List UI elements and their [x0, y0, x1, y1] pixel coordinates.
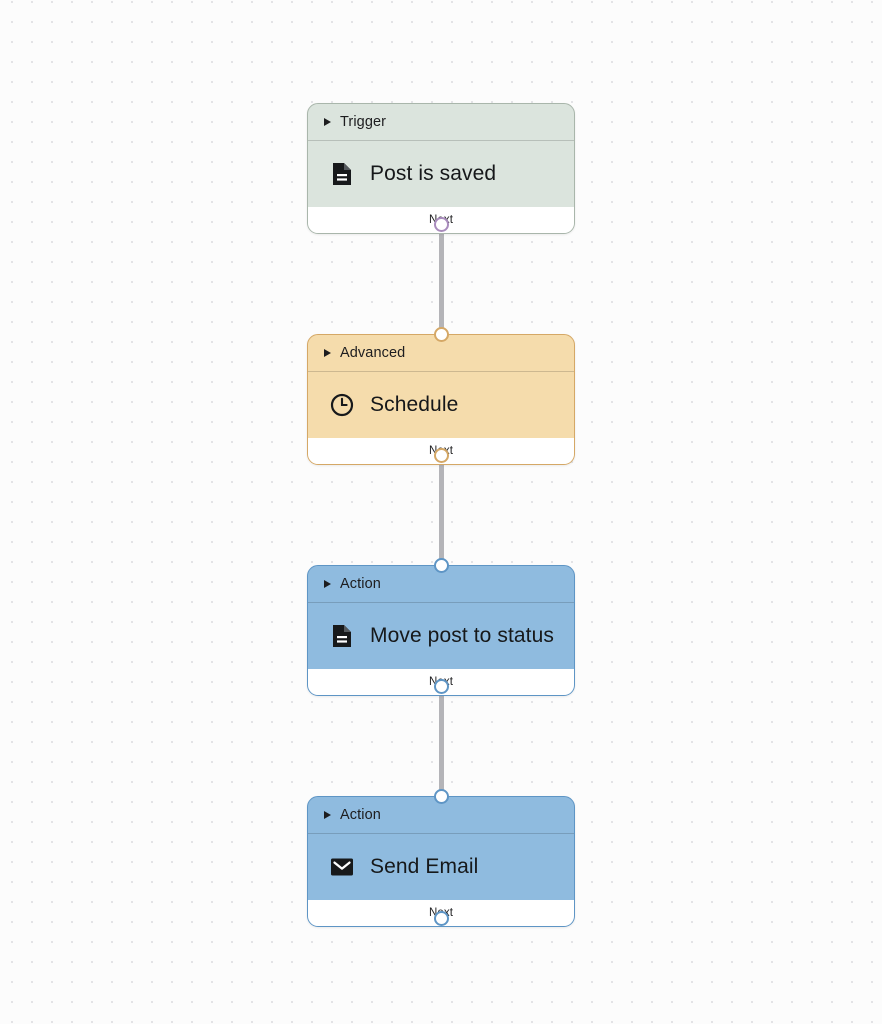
- edge-trigger-to-advanced[interactable]: [438, 224, 444, 336]
- workflow-node-advanced-schedule[interactable]: Advanced Schedule Next: [307, 334, 575, 465]
- envelope-icon: [330, 855, 354, 879]
- node-input-handle-action-send-email[interactable]: [434, 789, 449, 804]
- node-category-label: Action: [340, 576, 381, 592]
- disclosure-triangle-icon[interactable]: [324, 580, 331, 588]
- node-header-advanced[interactable]: Advanced: [308, 335, 574, 371]
- node-header-action-send-email[interactable]: Action: [308, 797, 574, 833]
- node-input-handle-advanced[interactable]: [434, 327, 449, 342]
- node-output-handle-trigger[interactable]: [434, 217, 449, 232]
- document-icon: [330, 162, 354, 186]
- node-title: Send Email: [370, 855, 479, 878]
- workflow-node-action-move-post-to-status[interactable]: Action Move post to status Next: [307, 565, 575, 696]
- clock-icon: [330, 393, 354, 417]
- node-divider: [308, 371, 574, 372]
- node-body-trigger[interactable]: Post is saved: [308, 141, 574, 207]
- disclosure-triangle-icon[interactable]: [324, 118, 331, 126]
- edge-advanced-to-move-post[interactable]: [438, 455, 444, 567]
- disclosure-triangle-icon[interactable]: [324, 349, 331, 357]
- node-title: Move post to status: [370, 624, 554, 647]
- node-category-label: Action: [340, 807, 381, 823]
- node-category-label: Trigger: [340, 114, 387, 130]
- node-header-trigger[interactable]: Trigger: [308, 104, 574, 140]
- node-input-handle-action-move-post[interactable]: [434, 558, 449, 573]
- workflow-node-action-send-email[interactable]: Action Send Email Next: [307, 796, 575, 927]
- node-output-handle-action-send-email[interactable]: [434, 911, 449, 926]
- node-category-label: Advanced: [340, 345, 406, 361]
- node-body-action-send-email[interactable]: Send Email: [308, 834, 574, 900]
- edge-move-post-to-send-email[interactable]: [438, 686, 444, 798]
- node-divider: [308, 140, 574, 141]
- node-header-action-move-post[interactable]: Action: [308, 566, 574, 602]
- workflow-node-trigger-post-is-saved[interactable]: Trigger Post is saved Next: [307, 103, 575, 234]
- node-divider: [308, 602, 574, 603]
- disclosure-triangle-icon[interactable]: [324, 811, 331, 819]
- node-output-handle-action-move-post[interactable]: [434, 679, 449, 694]
- node-divider: [308, 833, 574, 834]
- document-icon: [330, 624, 354, 648]
- node-body-advanced[interactable]: Schedule: [308, 372, 574, 438]
- node-title: Post is saved: [370, 162, 497, 185]
- node-title: Schedule: [370, 393, 459, 416]
- node-body-action-move-post[interactable]: Move post to status: [308, 603, 574, 669]
- node-output-handle-advanced[interactable]: [434, 448, 449, 463]
